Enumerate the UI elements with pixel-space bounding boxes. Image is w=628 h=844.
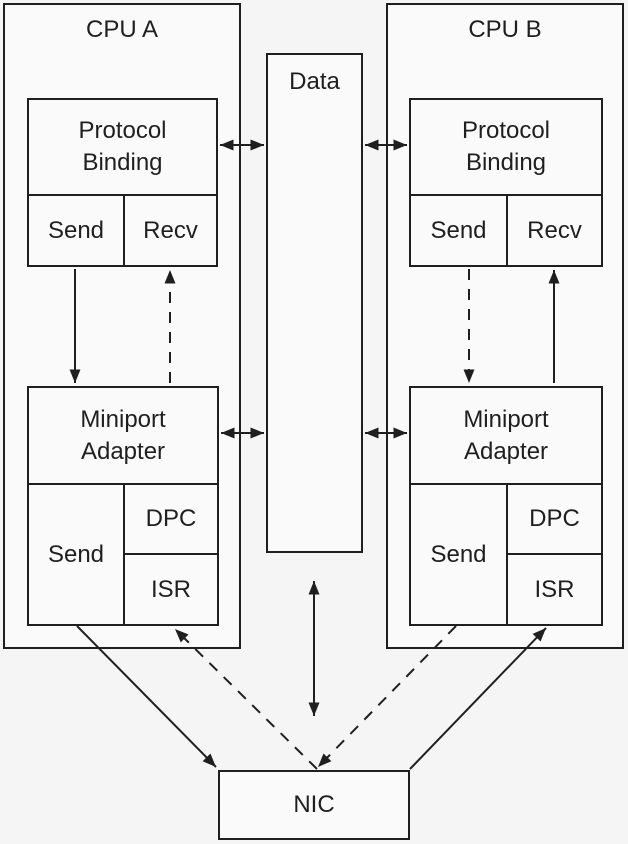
protocol-binding-line1: Protocol [461,117,551,144]
nic-box-label: NIC [293,791,335,818]
cpu-b-title: CPU B [468,16,542,43]
mp-dpc-cell-cpu-a: DPC [125,485,217,553]
protocol-binding-subrow-cpu-a: Send Recv [29,194,216,265]
pb-send-cell-cpu-a: Send [29,196,125,265]
mp-isr-label-cpu-a: ISR [150,575,191,603]
protocol-binding-line2: Binding [465,149,547,176]
miniport-adapter-line2: Adapter [80,437,166,465]
pb-recv-cell-cpu-b: Recv [508,196,601,265]
protocol-binding-label-cpu-a: Protocol Binding [29,100,216,194]
cpu-a-title: CPU A [85,16,159,43]
pb-send-cell-cpu-b: Send [411,196,508,265]
miniport-adapter-label-cpu-a: Miniport Adapter [29,388,217,483]
miniport-adapter-line1: Miniport [80,405,166,433]
arrow-nic-to-isr-a-dashed [174,628,318,770]
mp-send-cell-cpu-b: Send [411,485,508,624]
pb-recv-label-cpu-a: Recv [143,216,198,244]
mp-right-column-cpu-a: DPC ISR [125,485,217,624]
protocol-binding-box-cpu-b: Protocol Binding Send Recv [409,98,603,267]
nic-box: NIC [218,770,410,840]
miniport-adapter-box-cpu-b: Miniport Adapter Send DPC ISR [409,386,603,626]
protocol-binding-subrow-cpu-b: Send Recv [411,194,601,265]
mp-isr-cell-cpu-b: ISR [508,553,601,624]
mp-send-cell-cpu-a: Send [29,485,125,624]
miniport-adapter-subrow-cpu-b: Send DPC ISR [411,483,601,624]
protocol-binding-label-cpu-b: Protocol Binding [411,100,601,194]
mp-dpc-label-cpu-b: DPC [529,505,580,532]
pb-send-label-cpu-a: Send [47,216,105,244]
mp-send-label-cpu-b: Send [430,540,487,568]
protocol-binding-line1: Protocol [78,117,167,144]
arrow-nic-to-isr-b [409,627,547,770]
pb-send-label-cpu-b: Send [430,216,487,244]
mp-isr-cell-cpu-a: ISR [125,553,217,624]
protocol-binding-box-cpu-a: Protocol Binding Send Recv [27,98,218,267]
mp-dpc-label-cpu-a: DPC [145,505,197,532]
miniport-adapter-line1: Miniport [463,405,549,433]
miniport-adapter-subrow-cpu-a: Send DPC ISR [29,483,217,624]
miniport-adapter-box-cpu-a: Miniport Adapter Send DPC ISR [27,386,219,626]
protocol-binding-line2: Binding [82,149,163,176]
data-box-label: Data [289,68,340,95]
miniport-adapter-line2: Adapter [463,437,549,465]
pb-recv-label-cpu-b: Recv [527,216,582,244]
data-box: Data [266,53,363,553]
miniport-adapter-label-cpu-b: Miniport Adapter [411,388,601,483]
pb-recv-cell-cpu-a: Recv [125,196,216,265]
mp-dpc-cell-cpu-b: DPC [508,485,601,553]
mp-isr-label-cpu-b: ISR [534,575,575,603]
mp-send-label-cpu-a: Send [47,540,105,568]
mp-right-column-cpu-b: DPC ISR [508,485,601,624]
